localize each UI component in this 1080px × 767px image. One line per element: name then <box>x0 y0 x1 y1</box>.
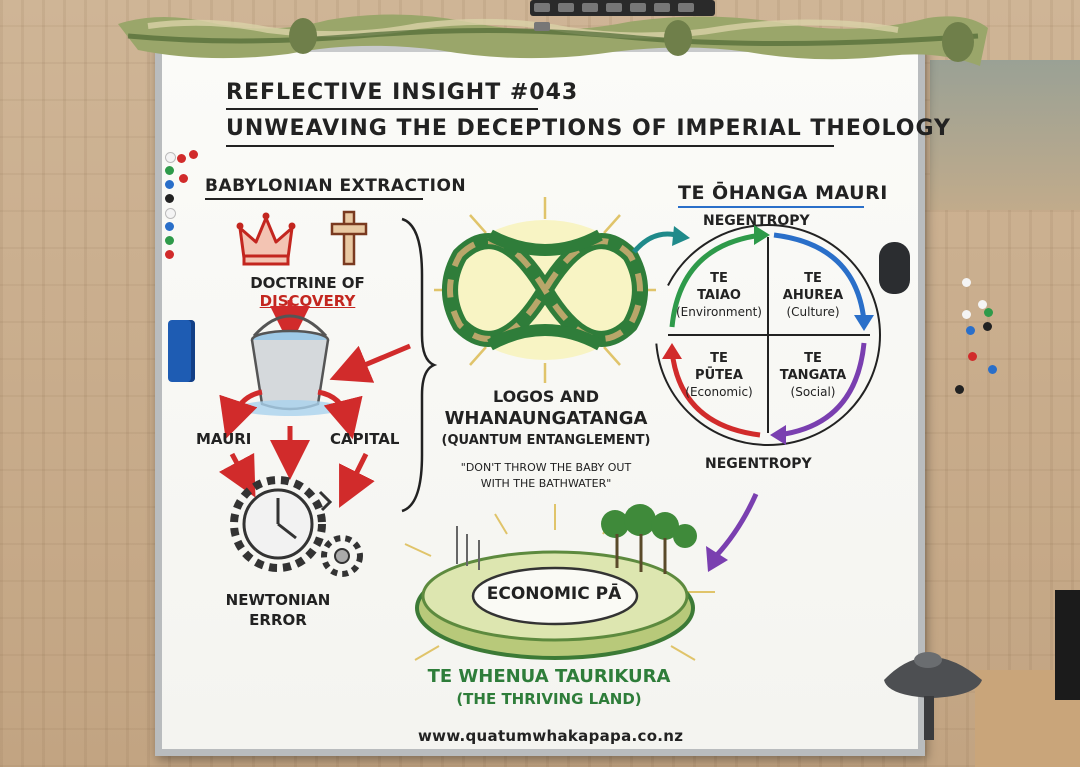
quote-line-2: with the bathwater" <box>480 477 612 490</box>
arrow-mauri-down <box>218 452 256 498</box>
brace <box>401 217 438 513</box>
doctrine-word: Discovery <box>259 292 356 310</box>
logos-label: Logos and Whanaungatanga (Quantum Entang… <box>436 386 656 452</box>
purple-arrow <box>706 492 759 572</box>
magnet[interactable] <box>962 278 971 287</box>
ceiling-light <box>530 0 715 31</box>
whiteboard-eraser[interactable] <box>168 320 195 382</box>
logos-knot-icon <box>434 197 656 383</box>
taiao-title-1: Te <box>710 271 728 286</box>
magnet[interactable] <box>165 152 176 163</box>
magnet[interactable] <box>189 150 198 159</box>
bucket-icon <box>238 314 342 416</box>
magnet[interactable] <box>968 352 977 361</box>
magnet[interactable] <box>966 326 975 335</box>
taiao-title-2: Taiao <box>697 288 741 303</box>
whenua-label: Te Whenua Taurikura (The Thriving Land) <box>404 666 694 710</box>
extraction-flow-diagram <box>218 300 411 577</box>
magnet[interactable] <box>179 174 188 183</box>
magnet[interactable] <box>177 154 186 163</box>
crown-icon <box>236 212 296 266</box>
magnet[interactable] <box>165 194 174 203</box>
logos-line-1: Logos and <box>492 387 600 406</box>
magnet[interactable] <box>955 385 964 394</box>
magnet[interactable] <box>984 308 993 317</box>
newtonian-line-2: Error <box>249 611 307 629</box>
magnet[interactable] <box>165 208 176 219</box>
ahurea-sub: (Culture) <box>786 305 840 319</box>
fabric-valance <box>118 14 988 66</box>
magnet[interactable] <box>988 365 997 374</box>
quadrant-ahurea: Te Ahurea (Culture) <box>768 270 858 321</box>
quadrant-putea: Te Pūtea (Economic) <box>674 350 764 401</box>
ahurea-title-1: Te <box>804 271 822 286</box>
magnet[interactable] <box>165 250 174 259</box>
arrow-to-mauri <box>219 389 263 439</box>
tangata-title-2: Tangata <box>779 368 847 383</box>
bathwater-quote: "Don't throw the baby out with the bathw… <box>436 460 656 492</box>
mauri-cycle-diagram <box>655 224 881 446</box>
logos-line-2: Whanaungatanga <box>444 408 648 429</box>
website-url: www.quatumwhakapapa.co.nz <box>418 727 684 745</box>
computer-mouse[interactable] <box>879 242 910 294</box>
teal-arrow <box>632 226 690 254</box>
arrow-to-capital <box>317 389 363 440</box>
quadrant-taiao: Te Taiao (Environment) <box>674 270 764 321</box>
taiao-sub: (Environment) <box>676 305 762 319</box>
babylonian-underline <box>205 198 423 200</box>
title-line-1: Reflective Insight #043 <box>226 80 579 105</box>
magnet[interactable] <box>165 236 174 245</box>
ahurea-title-2: Ahurea <box>782 288 844 303</box>
ohanga-heading: Te Ōhanga Mauri <box>678 182 888 204</box>
logos-line-3: (Quantum Entanglement) <box>441 433 651 448</box>
quote-line-1: "Don't throw the baby out <box>460 461 632 474</box>
magnet[interactable] <box>962 310 971 319</box>
cross-icon <box>330 210 368 266</box>
title-underline-2 <box>226 145 834 147</box>
arrow-capital-down <box>339 452 375 508</box>
monitor <box>1055 590 1080 700</box>
whenua-line-2: (The Thriving Land) <box>456 690 642 708</box>
whenua-line-1: Te Whenua Taurikura <box>427 666 671 687</box>
title-underline-1 <box>226 108 538 110</box>
putea-sub: (Economic) <box>685 385 753 399</box>
newtonian-label: Newtonian Error <box>218 590 338 630</box>
magnet[interactable] <box>165 180 174 189</box>
title-line-2: Unweaving the Deceptions of Imperial The… <box>226 116 951 141</box>
capital-label: Capital <box>330 430 400 448</box>
negentropy-bottom-label: Negentropy <box>705 456 812 472</box>
mauri-label: Mauri <box>196 430 252 448</box>
doctrine-prefix: Doctrine of <box>250 274 365 292</box>
wall-panel <box>930 60 1080 210</box>
tangata-sub: (Social) <box>790 385 836 399</box>
ohanga-underline <box>678 206 864 208</box>
putea-title-1: Te <box>710 351 728 366</box>
tangata-title-1: Te <box>804 351 822 366</box>
doctrine-label: Doctrine of Discovery <box>205 274 410 310</box>
babylonian-heading: Babylonian Extraction <box>205 176 467 196</box>
crown-and-cross-icons <box>236 210 368 266</box>
magnet[interactable] <box>978 300 987 309</box>
magnet[interactable] <box>165 166 174 175</box>
quadrant-tangata: Te Tangata (Social) <box>768 350 858 401</box>
desk-lamp-icon <box>884 652 982 740</box>
magnet[interactable] <box>165 222 174 231</box>
broken-gear-clock-icon <box>230 476 363 577</box>
economic-pa-icon <box>404 504 715 661</box>
economic-pa-label: Economic Pā <box>486 584 622 604</box>
magnet[interactable] <box>983 322 992 331</box>
negentropy-top-label: Negentropy <box>703 213 810 229</box>
putea-title-2: Pūtea <box>695 368 743 383</box>
arrow-into-bucket <box>329 343 411 383</box>
newtonian-line-1: Newtonian <box>225 591 331 609</box>
